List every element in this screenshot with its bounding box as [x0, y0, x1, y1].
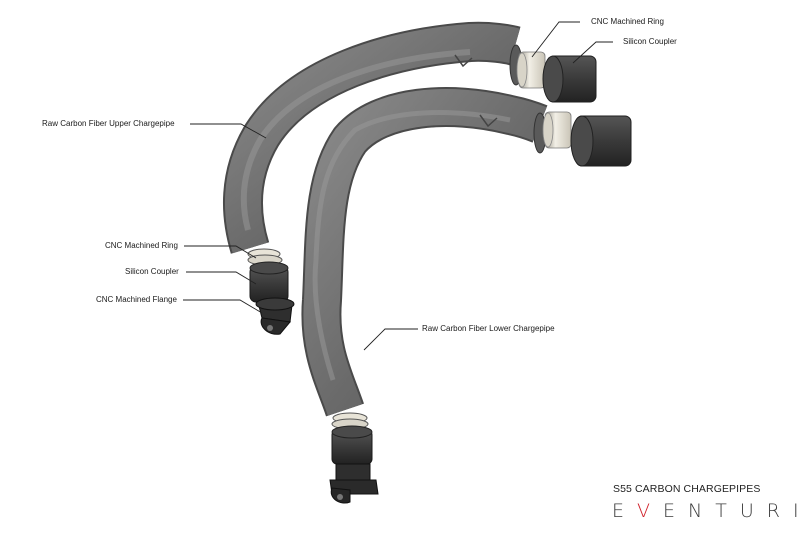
lower-chargepipe [301, 87, 548, 417]
upper-chargepipe [222, 21, 523, 254]
upper-coupler-part [542, 55, 597, 103]
logo-letter: T [715, 500, 740, 522]
lower-ring-part [542, 111, 572, 149]
callout-top-coupler: Silicon Coupler [623, 37, 677, 46]
logo-letter: E [663, 500, 689, 522]
callout-left-flange: CNC Machined Flange [96, 295, 177, 304]
logo-letter: N [688, 500, 716, 522]
logo-letter: U [739, 500, 767, 522]
leader-lines [183, 21, 613, 351]
callout-top-ring: CNC Machined Ring [591, 17, 664, 26]
logo-letter: E [612, 500, 638, 522]
callout-left-ring: CNC Machined Ring [105, 241, 178, 250]
lower-coupler-part [570, 115, 632, 167]
upper-flange-stack [247, 248, 295, 335]
lower-flange-stack [329, 412, 379, 504]
callout-lower-pipe: Raw Carbon Fiber Lower Chargepipe [422, 324, 555, 333]
logo-accent-v: V [637, 500, 664, 522]
logo-letter: I [793, 500, 800, 522]
logo-letter: R [766, 500, 793, 522]
callout-left-coupler: Silicon Coupler [125, 267, 179, 276]
eventuri-logo: EVENTURI™ [612, 500, 800, 522]
product-title: S55 CARBON CHARGEPIPES [613, 483, 761, 495]
callout-upper-pipe: Raw Carbon Fiber Upper Chargepipe [42, 119, 175, 128]
upper-ring-part [516, 51, 546, 89]
